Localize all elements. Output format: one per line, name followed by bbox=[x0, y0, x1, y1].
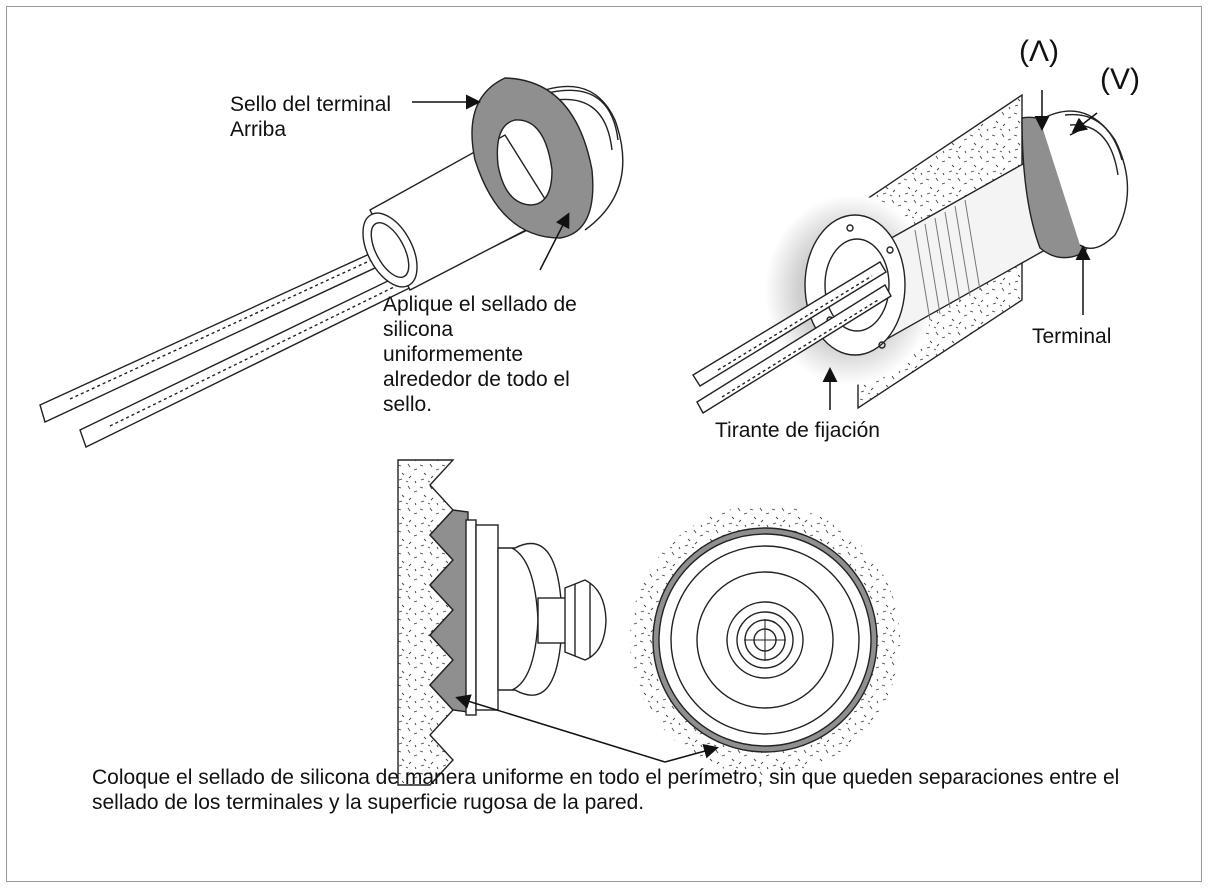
label-tie-strap: Tirante de fijación bbox=[715, 419, 880, 442]
terminal-right-illustration bbox=[692, 90, 1129, 414]
label-seal-top: Sello del terminal Arriba bbox=[230, 93, 392, 141]
silicone-seal-side bbox=[429, 509, 469, 713]
label-terminal: Terminal bbox=[1032, 325, 1112, 348]
instruction-caption: Coloque el sellado de silicona de manera… bbox=[92, 766, 1120, 814]
label-mark-up: (Λ) bbox=[1019, 35, 1060, 68]
front-view-illustration bbox=[630, 505, 900, 775]
caption-leaders bbox=[455, 694, 719, 763]
label-mark-down: (V) bbox=[1100, 63, 1140, 96]
label-silicone-apply: Aplique el sellado de silicona uniformem… bbox=[383, 293, 577, 416]
side-section-illustration bbox=[397, 459, 607, 786]
terminal-left-illustration bbox=[39, 77, 624, 448]
seal-ring-left bbox=[471, 77, 594, 239]
